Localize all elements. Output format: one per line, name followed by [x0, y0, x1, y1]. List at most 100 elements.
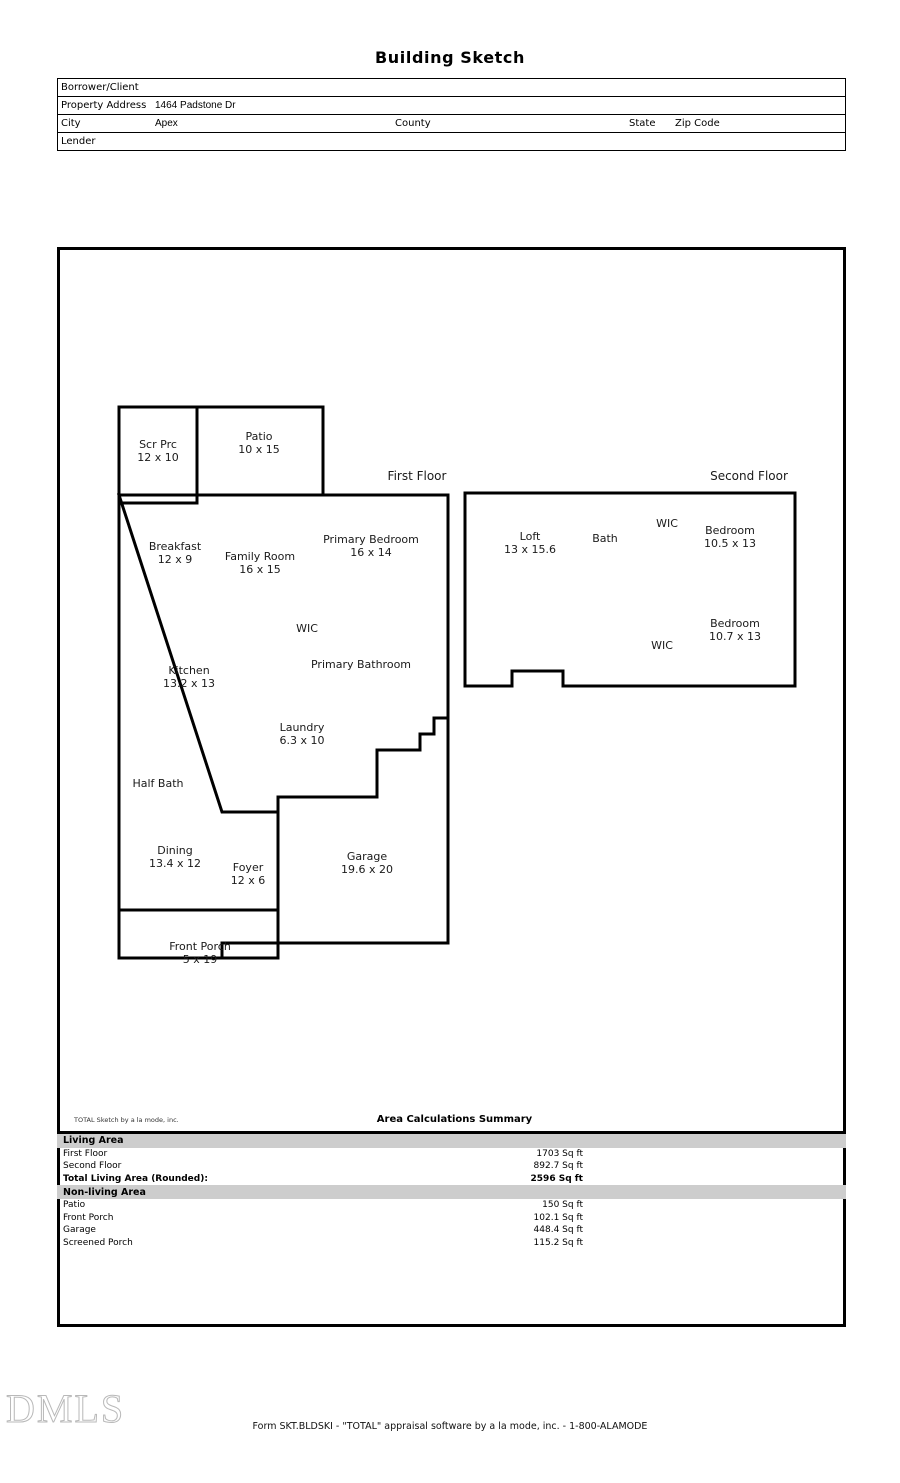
room-dim-bedroom-two: 10.7 x 13: [709, 629, 761, 643]
room-label-laundry: Laundry 6.3 x 10: [279, 721, 325, 747]
borrower-value[interactable]: [149, 78, 846, 97]
lender-label: Lender: [61, 136, 96, 147]
page-title: Building Sketch: [374, 48, 525, 67]
lender-value[interactable]: [149, 133, 846, 151]
second-floor-title: Second Floor: [710, 469, 788, 483]
room-name-laundry: Laundry: [279, 721, 325, 734]
summary-row-garage: Garage 448.4 Sq ft: [57, 1224, 846, 1237]
room-dim-family-room: 16 x 15: [239, 562, 281, 576]
room-label-family-room: Family Room 16 x 15: [225, 550, 295, 576]
nonliving-row-spacer-2: [583, 1224, 846, 1237]
total-spacer: [583, 1173, 846, 1186]
room-label-wic-second-upper: WIC: [656, 517, 678, 531]
room-label-wic-first: WIC: [296, 622, 318, 636]
living-row-name-1: Second Floor: [63, 1161, 122, 1172]
room-name-front-porch: Front Porch: [169, 940, 231, 953]
header-row-city: City Apex County State Zip Code: [57, 114, 846, 133]
room-label-dining: Dining 13.4 x 12: [149, 844, 201, 870]
summary-row-second-floor: Second Floor 892.7 Sq ft: [57, 1160, 846, 1173]
total-living-area-label: Total Living Area (Rounded):: [63, 1173, 208, 1184]
header-row-lender: Lender: [58, 133, 846, 151]
area-summary-wrap: Living Area First Floor 1703 Sq ft Secon…: [57, 1131, 846, 1249]
summary-row-screened-porch: Screened Porch 115.2 Sq ft: [57, 1237, 846, 1250]
room-label-half-bath: Half Bath: [132, 777, 184, 791]
room-label-bedroom-one: Bedroom 10.5 x 13: [704, 524, 756, 550]
room-dim-loft: 13 x 15.6: [504, 542, 556, 556]
room-name-patio: Patio: [245, 430, 273, 443]
room-dim-patio: 10 x 15: [238, 442, 280, 456]
zip-label: Zip Code: [675, 114, 846, 133]
nonliving-row-name-3: Screened Porch: [63, 1237, 133, 1248]
room-dim-primary-bedroom: 16 x 14: [350, 545, 392, 559]
room-label-bedroom-two: Bedroom 10.7 x 13: [709, 617, 761, 643]
room-dim-garage: 19.6 x 20: [341, 862, 393, 876]
room-label-scr-prc: Scr Prc 12 x 10: [137, 438, 179, 464]
summary-row-patio: Patio 150 Sq ft: [57, 1199, 846, 1212]
room-label-foyer: Foyer 12 x 6: [230, 861, 266, 887]
room-name-half-bath: Half Bath: [132, 777, 184, 790]
room-name-garage: Garage: [346, 850, 388, 863]
living-row-value-0: 1703 Sq ft: [536, 1148, 583, 1159]
room-label-patio: Patio 10 x 15: [238, 430, 280, 456]
state-label: State: [629, 114, 675, 133]
area-summary-title: Area Calculations Summary: [376, 1114, 533, 1125]
room-name-loft: Loft: [519, 530, 541, 543]
summary-row-total: Total Living Area (Rounded): 2596 Sq ft: [57, 1173, 846, 1186]
area-calculations-table: Living Area First Floor 1703 Sq ft Secon…: [57, 1134, 846, 1249]
borrower-label: Borrower/Client: [57, 78, 149, 97]
room-dim-laundry: 6.3 x 10: [279, 733, 325, 747]
property-address-value[interactable]: 1464 Padstone Dr: [149, 96, 846, 115]
nonliving-row-value-0: 150 Sq ft: [542, 1200, 583, 1211]
living-row-name-0: First Floor: [63, 1148, 108, 1159]
room-name-primary-bathroom: Primary Bathroom: [310, 658, 412, 671]
room-dim-bedroom-one: 10.5 x 13: [704, 536, 756, 550]
county-label: County: [395, 114, 455, 133]
sketch-frame: First Floor Second Floor Scr Prc 12 x 10…: [57, 247, 846, 1327]
form-footer: Form SKT.BLDSKI - "TOTAL" appraisal soft…: [252, 1421, 648, 1432]
nonliving-row-spacer-0: [583, 1199, 846, 1212]
garage-bottom-outline: [276, 716, 450, 945]
summary-row-front-porch: Front Porch 102.1 Sq ft: [57, 1211, 846, 1224]
nonliving-row-value-3: 115.2 Sq ft: [533, 1237, 583, 1248]
total-living-area-value: 2596 Sq ft: [530, 1173, 583, 1184]
nonliving-row-name-1: Front Porch: [63, 1212, 114, 1223]
property-address-label: Property Address: [57, 96, 149, 115]
summary-section-living: Living Area: [57, 1134, 846, 1148]
nonliving-row-value-2: 448.4 Sq ft: [533, 1225, 583, 1236]
nonliving-row-name-0: Patio: [63, 1200, 86, 1211]
room-label-front-porch: Front Porch 5 x 19: [169, 940, 231, 966]
city-value[interactable]: Apex: [149, 114, 395, 133]
nonliving-row-value-1: 102.1 Sq ft: [533, 1212, 583, 1223]
nonliving-row-spacer-3: [583, 1237, 846, 1250]
room-dim-foyer: 12 x 6: [230, 873, 266, 887]
room-name-bedroom-one: Bedroom: [705, 524, 755, 537]
room-dim-front-porch: 5 x 19: [182, 952, 218, 966]
room-label-primary-bedroom: Primary Bedroom 16 x 14: [323, 533, 419, 559]
summary-row-first-floor: First Floor 1703 Sq ft: [57, 1148, 846, 1161]
room-label-wic-second-lower: WIC: [651, 639, 673, 653]
living-area-header: Living Area: [57, 1134, 846, 1148]
room-label-breakfast: Breakfast 12 x 9: [149, 540, 201, 566]
room-name-foyer: Foyer: [232, 861, 264, 874]
property-header-table: Borrower/Client Property Address 1464 Pa…: [57, 78, 846, 151]
room-name-kitchen: Kitchen: [168, 664, 210, 677]
room-name-wic-first: WIC: [296, 622, 318, 635]
room-name-dining: Dining: [157, 844, 193, 857]
room-dim-breakfast: 12 x 9: [157, 552, 193, 566]
living-row-spacer-0: [583, 1148, 846, 1161]
nonliving-area-header: Non-living Area: [57, 1185, 846, 1199]
room-dim-dining: 13.4 x 12: [149, 856, 201, 870]
living-row-spacer-1: [583, 1160, 846, 1173]
first-floor-title: First Floor: [387, 469, 447, 483]
room-label-bath: Bath: [592, 532, 618, 546]
room-label-loft: Loft 13 x 15.6: [504, 530, 556, 556]
room-name-bath: Bath: [592, 532, 618, 545]
room-label-kitchen: Kitchen 13.2 x 13: [163, 664, 215, 690]
room-name-wic-second-upper: WIC: [656, 517, 678, 530]
sketch-credit: TOTAL Sketch by a la mode, inc.: [74, 1116, 179, 1124]
room-label-garage: Garage 19.6 x 20: [341, 850, 393, 876]
county-value[interactable]: [455, 114, 629, 133]
room-name-bedroom-two: Bedroom: [710, 617, 760, 630]
room-dim-scr-prc: 12 x 10: [137, 450, 179, 464]
second-floor-outline: [463, 491, 797, 688]
